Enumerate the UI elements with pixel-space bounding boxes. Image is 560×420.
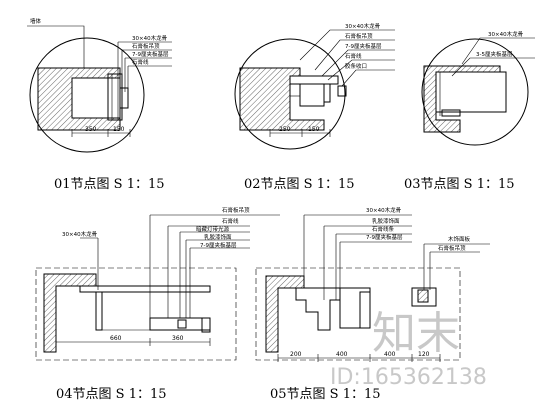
detail-04-label-light: 暗藏灯带光源 [196, 225, 230, 233]
detail-04-wall [43, 273, 97, 353]
detail-03-wall [423, 65, 501, 133]
detail-04-label-plywood: 7-9厘夹板基层 [200, 241, 237, 249]
detail-01-dim-b: 150 [113, 126, 125, 133]
detail-05-dim-a: 200 [290, 351, 302, 358]
detail-05-label-plywood: 7-9厘夹板基层 [366, 233, 403, 241]
detail-02-label-gypsum: 石膏板吊顶 [345, 32, 373, 40]
detail-04-label-molding: 石膏线 [222, 217, 239, 225]
detail-04-dim-a: 660 [110, 335, 122, 342]
detail-04-label-paint: 乳胶漆饰面 [204, 233, 232, 241]
detail-05-boundary [255, 267, 461, 361]
detail-02-wall [239, 67, 325, 131]
detail-03-label-keel: 30×40木龙骨 [488, 30, 524, 38]
detail-01-label-wall: 墙体 [30, 17, 42, 25]
detail-05-caption: 05节点图 S 1：15 [270, 387, 381, 402]
detail-05-dim-d: 120 [418, 351, 430, 358]
detail-01-frame [71, 77, 121, 119]
detail-04-caption: 04节点图 S 1：15 [56, 387, 167, 402]
detail-04: 石膏板吊顶 石膏线 暗藏灯带光源 乳胶漆饰面 7-9厘夹板基层 30×40木龙骨… [35, 206, 280, 402]
detail-01-caption: 01节点图 S 1：15 [54, 177, 165, 192]
detail-01-label-molding: 石膏线 [132, 58, 149, 66]
detail-03-caption: 03节点图 S 1：15 [404, 177, 515, 192]
detail-02-label-keel: 30×40木龙骨 [345, 22, 381, 30]
detail-04-dim-b: 360 [172, 335, 184, 342]
detail-02-caption: 02节点图 S 1：15 [244, 177, 355, 192]
detail-02-label-plywood: 7-9厘夹板基层 [345, 42, 382, 50]
detail-05-label-gypsum: 石膏板吊顶 [438, 244, 466, 252]
detail-05-label-molding: 石膏线条 [372, 225, 395, 233]
detail-05-label-keel: 30×40木龙骨 [366, 206, 402, 214]
detail-02-label-trim: 胶条收口 [345, 62, 367, 70]
detail-02-label-molding: 石膏线 [345, 52, 362, 60]
detail-01-label-gypsum: 石膏板吊顶 [132, 42, 160, 50]
detail-01-label-keel: 30×40木龙骨 [132, 34, 168, 42]
detail-03-circle [421, 38, 529, 146]
detail-04-label-gypsum: 石膏板吊顶 [222, 206, 250, 214]
detail-01-circle [29, 37, 145, 153]
detail-02: 30×40木龙骨 石膏板吊顶 7-9厘夹板基层 石膏线 胶条收口 250 150… [234, 22, 395, 192]
detail-05-label-paint: 乳胶漆饰面 [372, 217, 400, 225]
detail-04-boundary [35, 267, 237, 361]
detail-02-dim-b: 150 [308, 126, 320, 133]
detail-05-dim-b: 400 [336, 351, 348, 358]
detail-05: 30×40木龙骨 乳胶漆饰面 石膏线条 7-9厘夹板基层 木饰面板 石膏板吊顶 … [255, 206, 490, 402]
detail-01-label-plywood: 7-9厘夹板基层 [132, 50, 169, 58]
detail-03: 30×40木龙骨 3-5厘夹板基层 03节点图 S 1：15 [404, 30, 535, 192]
detail-01: 墙体 30×40木龙骨 石膏板吊顶 7-9厘夹板基层 石膏线 350 150 0… [27, 17, 172, 192]
watermark-id: ID:165362138 [330, 365, 487, 390]
watermark: 知末 ID:165362138 [330, 308, 487, 390]
detail-05-wall [265, 275, 305, 353]
detail-05-dim-c: 400 [384, 351, 396, 358]
detail-05-label-veneer: 木饰面板 [448, 235, 471, 243]
watermark-logo: 知末 [372, 308, 460, 359]
detail-02-circle [234, 38, 346, 150]
detail-01-board [107, 73, 123, 121]
detail-02-dim-a: 250 [279, 126, 291, 133]
detail-01-dim-a: 350 [85, 126, 97, 133]
detail-03-label-plywood: 3-5厘夹板基层 [476, 50, 513, 58]
detail-04-label-keel: 30×40木龙骨 [62, 230, 98, 238]
